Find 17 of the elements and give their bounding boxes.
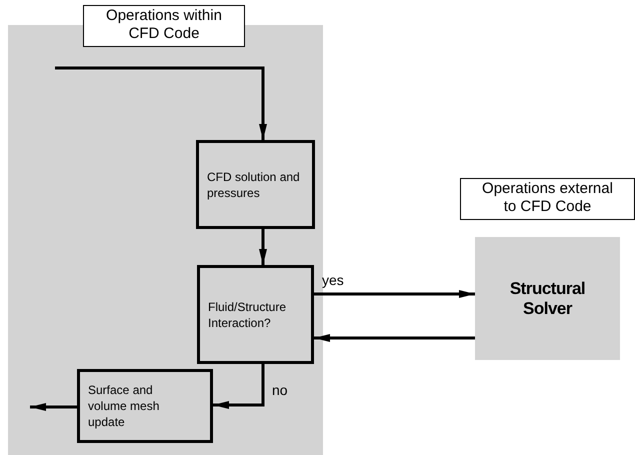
arrow	[213, 364, 264, 409]
process-box	[196, 140, 315, 229]
process-box	[197, 265, 314, 364]
box-label: Surface and volume mesh update	[88, 382, 160, 430]
group-heading: Operations within CFD Code	[83, 5, 245, 47]
arrow	[30, 403, 77, 411]
arrow	[259, 229, 267, 265]
box-label: Structural Solver	[508, 278, 586, 318]
arrow	[314, 334, 475, 342]
process-box	[77, 369, 213, 443]
box-label: Fluid/Structure Interaction?	[208, 298, 288, 330]
arrow	[314, 290, 475, 298]
arrow	[55, 66, 267, 140]
edge-label: yes	[322, 272, 344, 288]
group-heading: Operations external to CFD Code	[460, 178, 635, 220]
edge-label: no	[272, 382, 288, 398]
box-label: CFD solution and pressures	[207, 168, 301, 200]
